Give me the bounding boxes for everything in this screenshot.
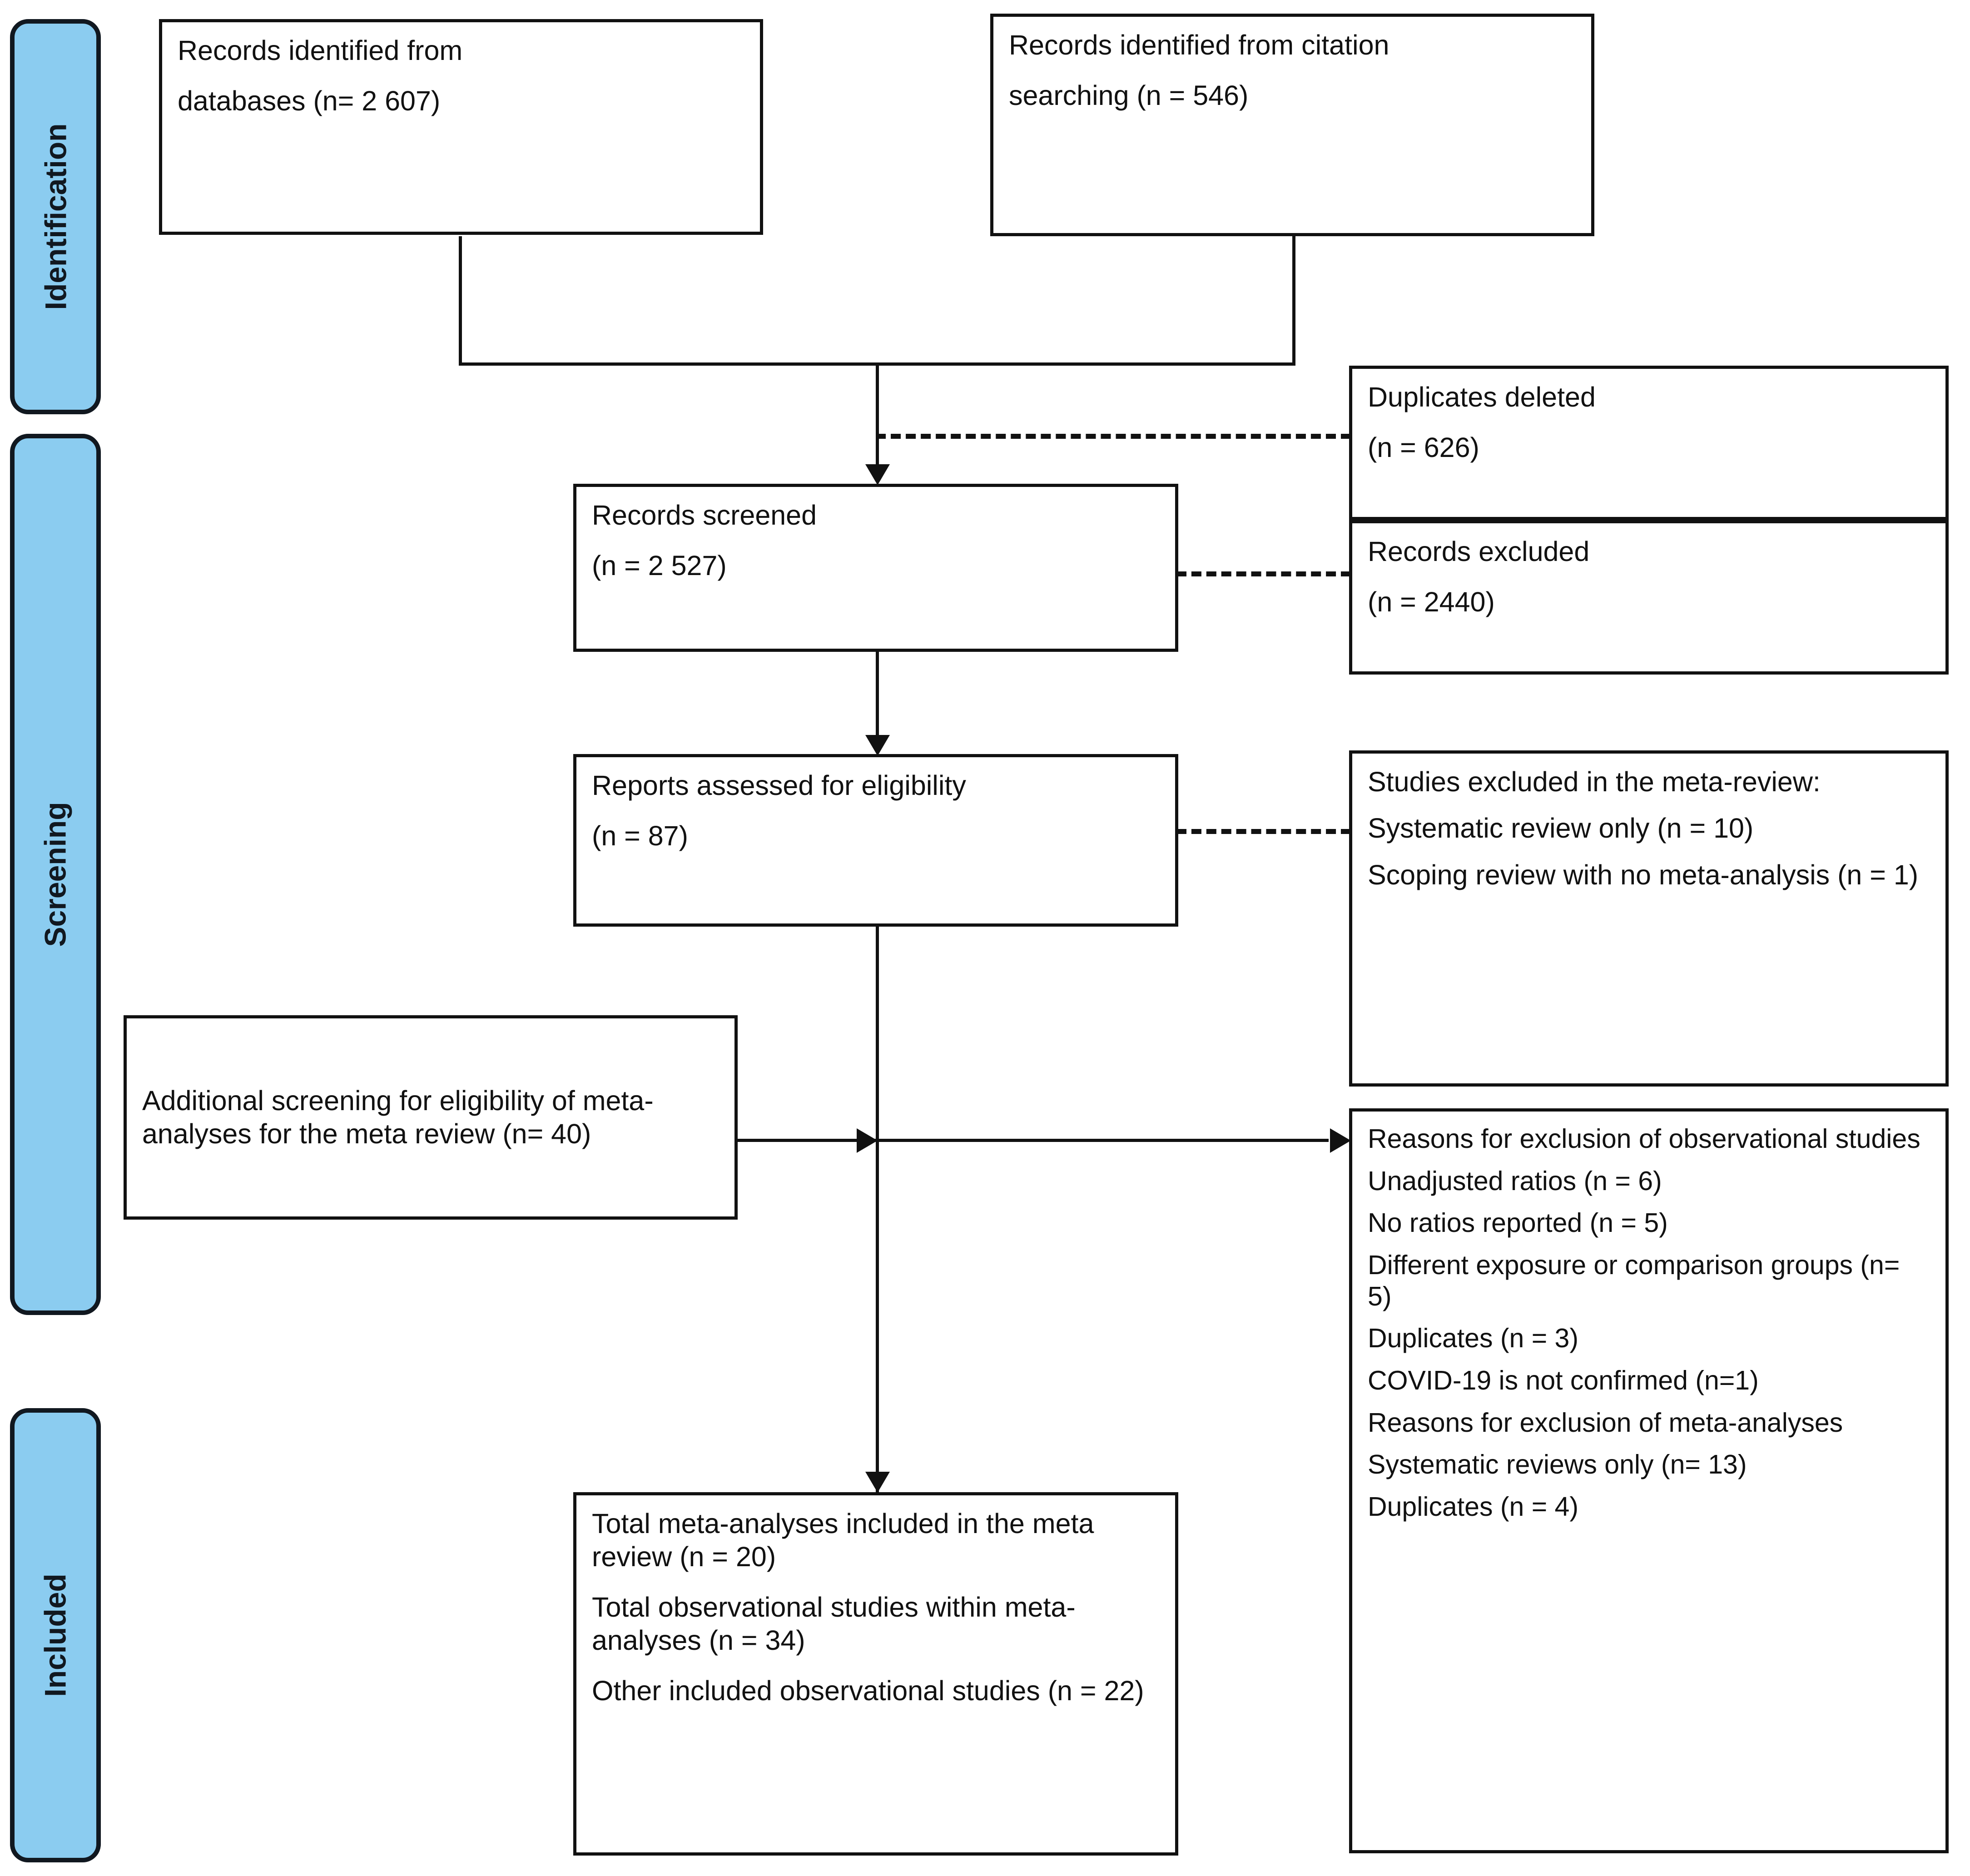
records-excluded-line-2: (n = 2440): [1368, 586, 1495, 617]
arrow-into-reports-assessed: [865, 735, 890, 756]
connector-citation-down: [1292, 236, 1295, 366]
reasons-meta-analyses-heading: Reasons for exclusion of meta-analyses: [1368, 1407, 1843, 1438]
connector-eligibility-down: [876, 924, 879, 1492]
reports-assessed-line-2: (n = 87): [592, 820, 688, 851]
reason-systematic-reviews-only: Systematic reviews only (n= 13): [1368, 1449, 1747, 1480]
reports-assessed-line-1: Reports assessed for eligibility: [592, 770, 966, 801]
records-excluded-line-1: Records excluded: [1368, 536, 1590, 567]
arrow-junction-midpoint: [857, 1128, 878, 1153]
arrow-into-records-screened: [865, 464, 890, 485]
phase-band-identification: Identification: [10, 19, 101, 414]
box-studies-excluded-meta-review: Studies excluded in the meta-review: Sys…: [1349, 750, 1949, 1087]
records-citation-line-2: searching (n = 546): [1009, 80, 1249, 111]
studies-excluded-heading: Studies excluded in the meta-review:: [1368, 766, 1821, 797]
box-records-identified-databases: Records identified from databases (n= 2 …: [159, 19, 763, 235]
records-screened-line-1: Records screened: [592, 500, 817, 531]
records-databases-line-2: databases (n= 2 607): [178, 85, 441, 116]
duplicates-deleted-line-2: (n = 626): [1368, 432, 1479, 463]
records-screened-line-2: (n = 2 527): [592, 550, 727, 581]
studies-excluded-systematic-only: Systematic review only (n = 10): [1368, 813, 1754, 844]
box-duplicates-deleted: Duplicates deleted (n = 626): [1349, 366, 1949, 520]
box-records-excluded: Records excluded (n = 2440): [1349, 520, 1949, 675]
reason-different-exposure-groups: Different exposure or comparison groups …: [1368, 1250, 1900, 1311]
included-total-observational-within: Total observational studies within meta-…: [592, 1592, 1076, 1656]
connector-dashed-duplicates: [876, 434, 1351, 439]
box-reports-assessed-eligibility: Reports assessed for eligibility (n = 87…: [573, 754, 1178, 927]
box-additional-screening: Additional screening for eligibility of …: [124, 1015, 738, 1220]
reason-duplicates-meta: Duplicates (n = 4): [1368, 1491, 1579, 1522]
connector-screened-down: [876, 650, 879, 747]
arrow-into-exclusion-reasons: [1330, 1128, 1351, 1153]
reason-covid19-not-confirmed: COVID-19 is not confirmed (n=1): [1368, 1365, 1759, 1396]
duplicates-deleted-line-1: Duplicates deleted: [1368, 382, 1596, 412]
box-records-identified-citation: Records identified from citation searchi…: [990, 14, 1594, 236]
reason-duplicates-observational: Duplicates (n = 3): [1368, 1323, 1579, 1354]
box-records-screened: Records screened (n = 2 527): [573, 484, 1178, 652]
reason-unadjusted-ratios: Unadjusted ratios (n = 6): [1368, 1166, 1662, 1196]
additional-screening-text: Additional screening for eligibility of …: [142, 1085, 654, 1149]
phase-band-screening: Screening: [10, 434, 101, 1315]
connector-databases-down: [459, 236, 462, 366]
studies-excluded-scoping-review: Scoping review with no meta-analysis (n …: [1368, 859, 1919, 890]
connector-merge-down: [876, 362, 879, 474]
included-total-meta-analyses: Total meta-analyses included in the meta…: [592, 1508, 1094, 1573]
reason-no-ratios-reported: No ratios reported (n = 5): [1368, 1208, 1668, 1238]
included-other-observational: Other included observational studies (n …: [592, 1675, 1144, 1707]
box-reasons-for-exclusion: Reasons for exclusion of observational s…: [1349, 1108, 1949, 1853]
phase-band-included: Included: [10, 1408, 101, 1862]
reasons-observational-heading: Reasons for exclusion of observational s…: [1368, 1124, 1920, 1154]
connector-additional-screening-right: [736, 1139, 1329, 1142]
phase-label-included: Included: [39, 1573, 73, 1697]
connector-dashed-records-excluded: [1176, 571, 1351, 576]
records-databases-line-1: Records identified from: [178, 35, 463, 66]
phase-label-identification: Identification: [39, 123, 73, 310]
phase-label-screening: Screening: [39, 802, 73, 947]
box-included-totals: Total meta-analyses included in the meta…: [573, 1492, 1178, 1856]
arrow-into-included-box: [865, 1472, 890, 1493]
records-citation-line-1: Records identified from citation: [1009, 30, 1389, 60]
connector-dashed-studies-excluded: [1176, 829, 1351, 834]
